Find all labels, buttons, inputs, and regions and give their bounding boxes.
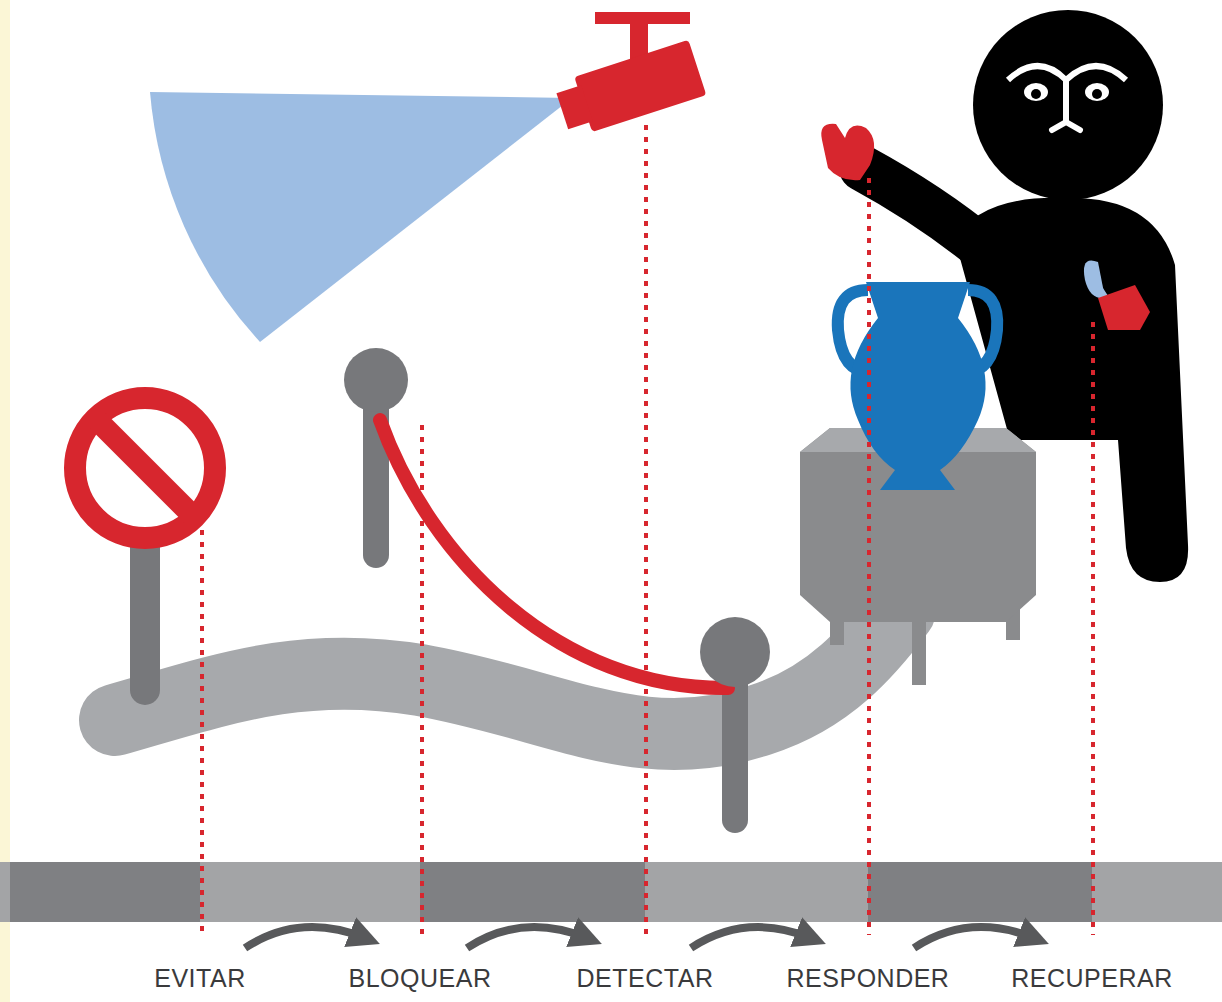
stage-label: DETECTAR — [577, 966, 714, 991]
camera-cone — [150, 92, 572, 342]
leader-lines — [202, 125, 1093, 935]
vase — [838, 282, 998, 490]
stage-label: RESPONDER — [787, 966, 950, 991]
stage-arrows — [245, 927, 1034, 948]
floor-path — [115, 610, 900, 734]
stage-label: BLOQUEAR — [349, 966, 492, 991]
stop-sign-bar — [98, 421, 192, 515]
edge-strip — [0, 0, 10, 1002]
stage-label: RECUPERAR — [1011, 966, 1172, 991]
camera — [553, 40, 706, 139]
stage-label: EVITAR — [154, 966, 245, 991]
rope — [380, 420, 728, 688]
stage-band — [0, 862, 1222, 922]
stop-sign — [75, 398, 215, 538]
stanchion-knob — [700, 617, 770, 687]
stanchion-knob — [344, 348, 408, 412]
